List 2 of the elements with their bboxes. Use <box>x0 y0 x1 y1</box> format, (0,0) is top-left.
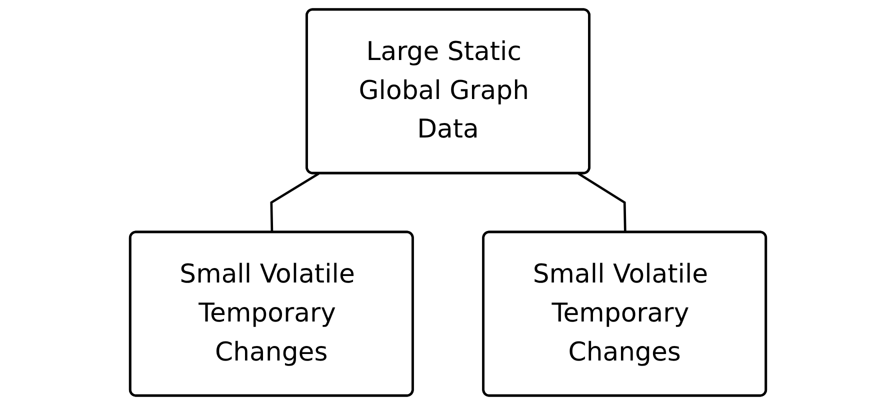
connector <box>578 172 626 233</box>
connector <box>270 172 320 233</box>
